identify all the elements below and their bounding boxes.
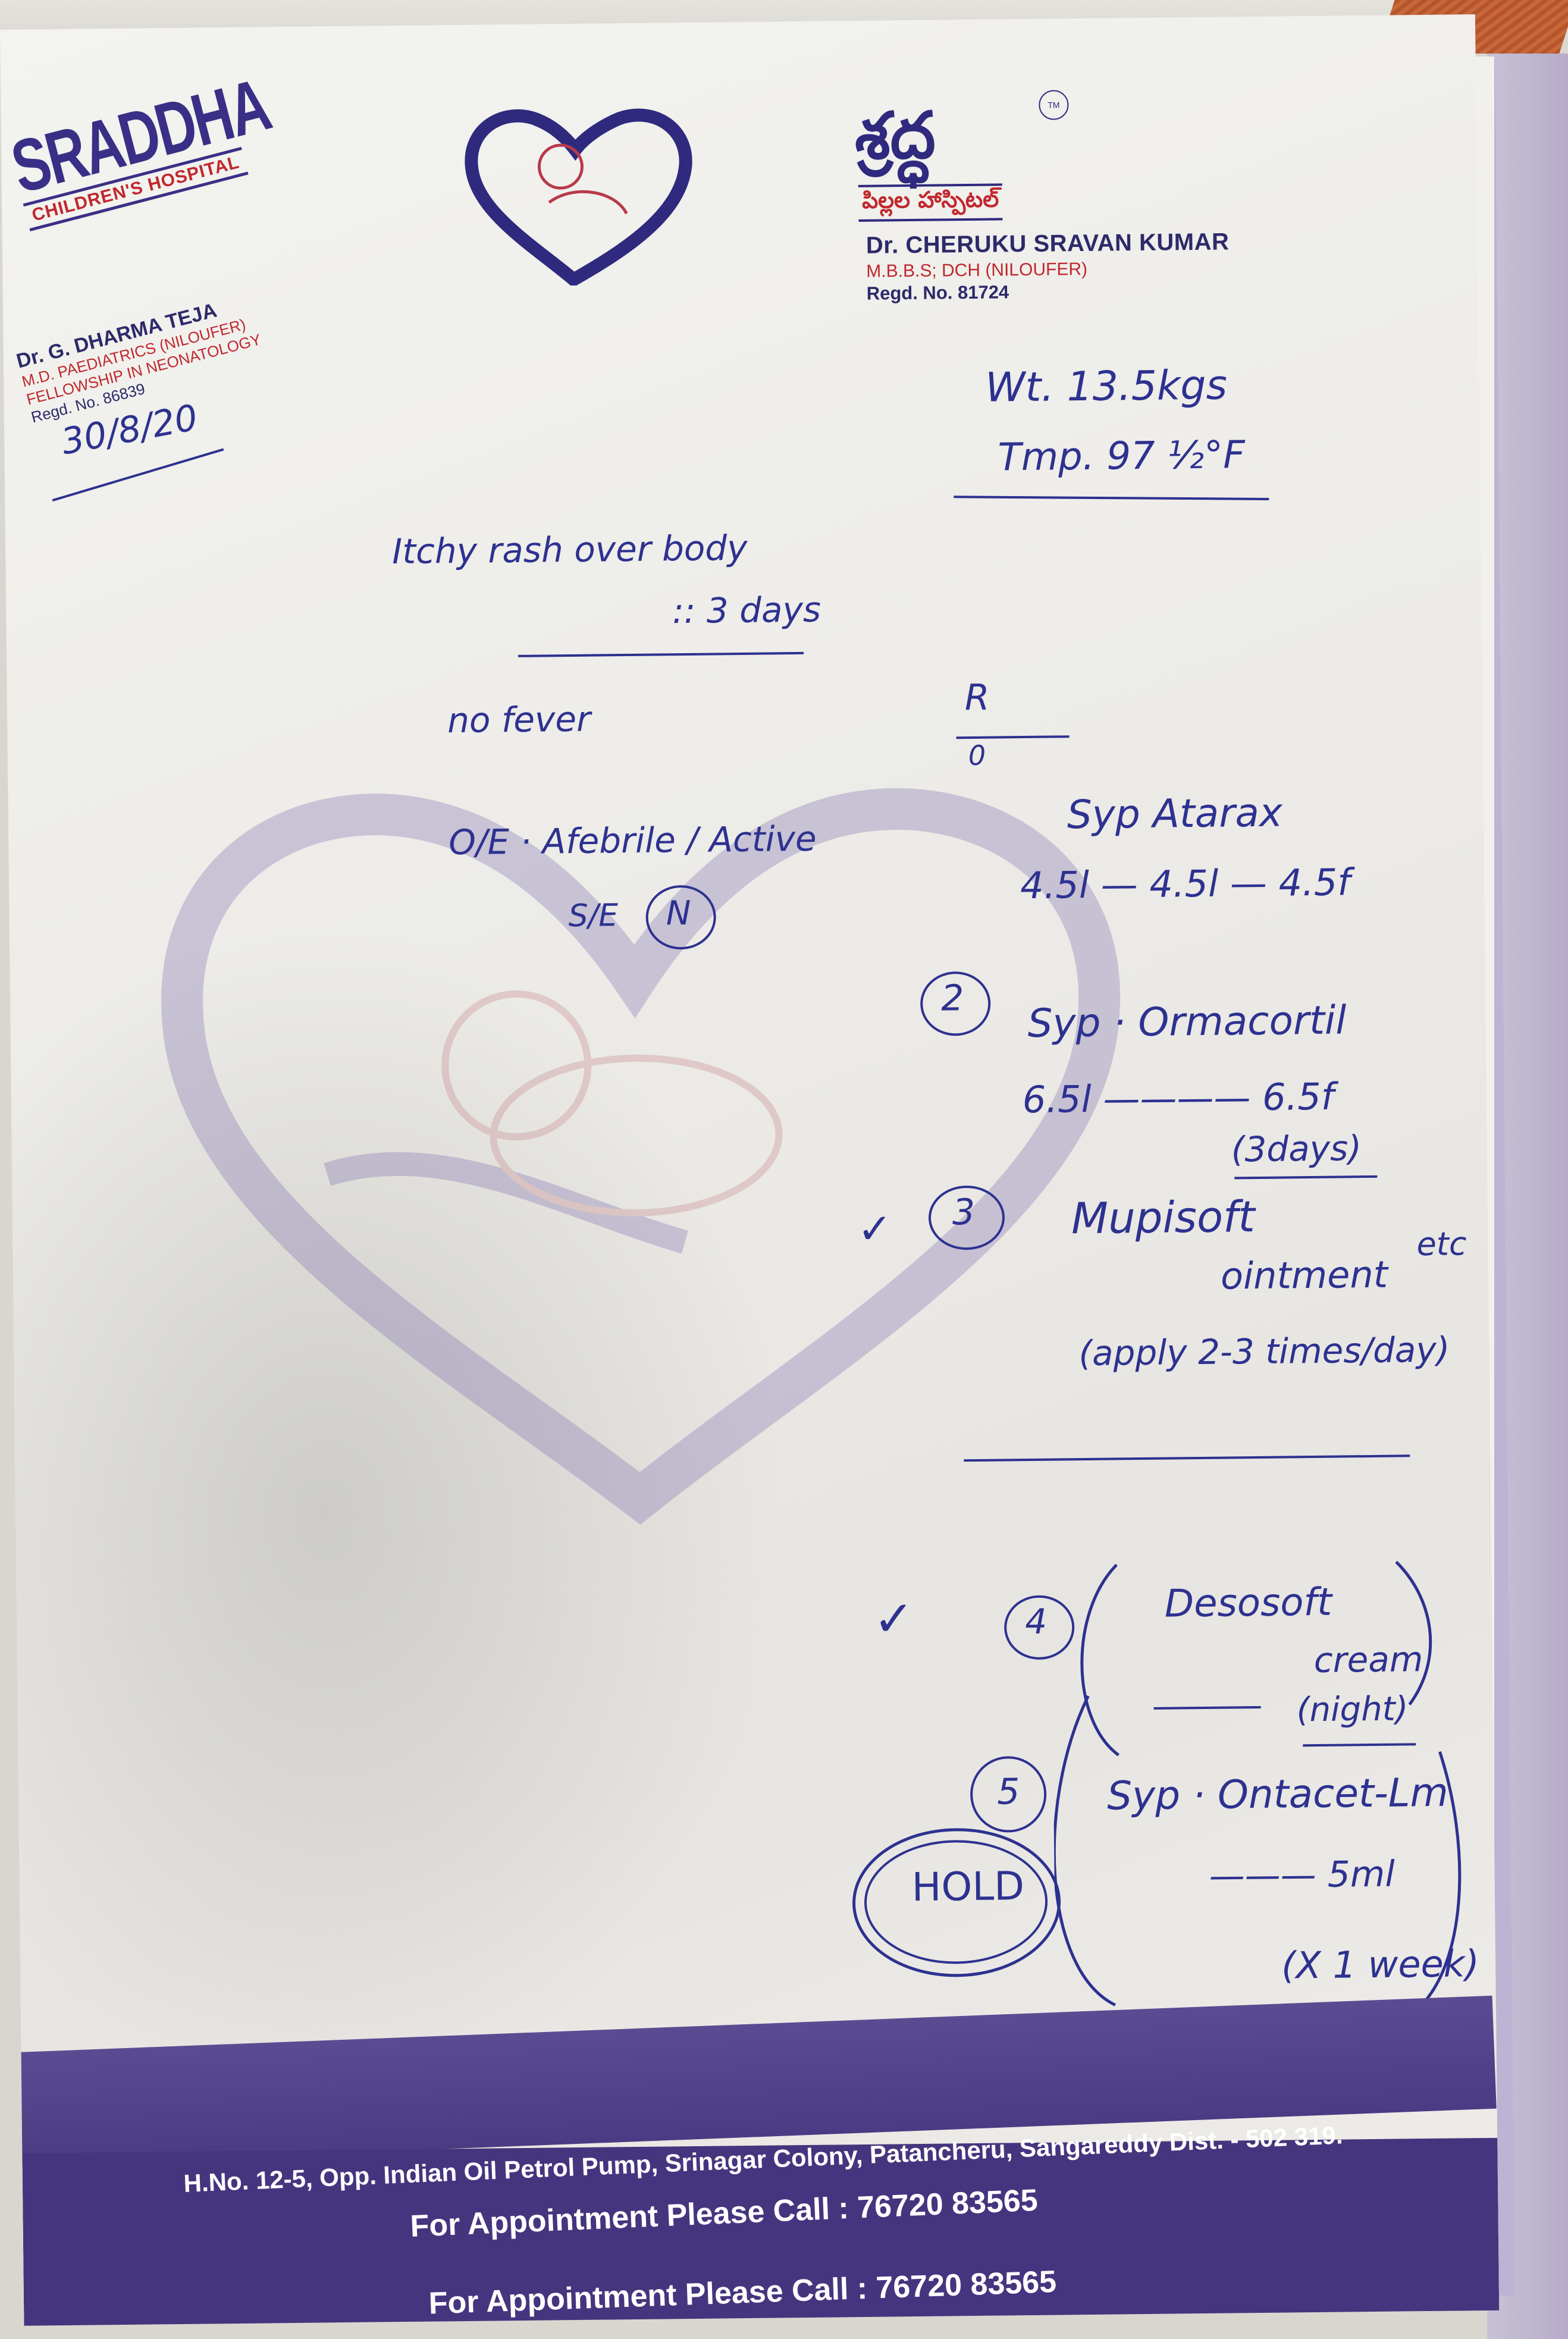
med-3-extra: etc bbox=[1416, 1225, 1467, 1263]
med-3-check-icon: ✓ bbox=[857, 1204, 893, 1254]
med-4-number: 4 bbox=[1024, 1601, 1048, 1642]
heart-baby-logo bbox=[465, 108, 692, 287]
heart-watermark bbox=[161, 788, 1121, 1525]
med-2-duration-underline bbox=[1234, 1175, 1378, 1180]
med-2-duration: (3days) bbox=[1231, 1128, 1362, 1170]
examination: O/E · Afebrile / Active bbox=[448, 818, 817, 863]
med-4-check-icon: ✓ bbox=[873, 1591, 915, 1648]
med-1-name: Syp Atarax bbox=[1067, 789, 1283, 838]
brand-subtitle-telugu: పిల్లల హాస్పిటల్ bbox=[858, 183, 1003, 222]
systemic-normal: N bbox=[666, 893, 691, 933]
med-3-name: Mupisoft bbox=[1071, 1192, 1256, 1244]
rx-sub: 0 bbox=[968, 739, 986, 772]
doctor-right-regd: Regd. No. 81724 bbox=[866, 281, 1009, 304]
systemic-exam: S/E bbox=[568, 898, 619, 935]
trademark-badge: TM bbox=[1039, 90, 1069, 120]
prescription-sheet: SRADDHA CHILDREN'S HOSPITAL Dr. G. DHARM… bbox=[0, 14, 1500, 2326]
med-1-dose: 4.5l — 4.5l — 4.5f bbox=[1020, 860, 1351, 908]
vitals-underline bbox=[954, 496, 1269, 500]
complaint: Itchy rash over body bbox=[391, 527, 748, 572]
med-2-number: 2 bbox=[940, 977, 964, 1020]
rx-symbol: R bbox=[964, 676, 990, 719]
med-3-instructions: (apply 2-3 times/day) bbox=[1078, 1329, 1450, 1374]
med-2-dose: 6.5l ———— 6.5f bbox=[1022, 1074, 1334, 1122]
doctor-right-block: Dr. CHERUKU SRAVAN KUMAR M.B.B.S; DCH (N… bbox=[866, 228, 1230, 304]
med-2-name: Syp · Ormacortil bbox=[1027, 997, 1347, 1046]
med-3-number: 3 bbox=[952, 1191, 976, 1234]
med-3-form: ointment bbox=[1220, 1252, 1388, 1298]
med-5-number: 5 bbox=[996, 1771, 1020, 1813]
history: no fever bbox=[447, 698, 591, 741]
complaint-duration: :: 3 days bbox=[672, 589, 821, 632]
complaint-underline bbox=[518, 651, 804, 657]
sraddha-logo: SRADDHA CHILDREN'S HOSPITAL bbox=[4, 64, 283, 231]
doctor-right-name: Dr. CHERUKU SRAVAN KUMAR bbox=[865, 228, 1230, 259]
doctor-right-qualification: M.B.B.S; DCH (NILOUFER) bbox=[866, 259, 1088, 281]
rx-divider bbox=[956, 735, 1070, 739]
hold-mark: HOLD bbox=[911, 1863, 1025, 1911]
brand-telugu: శ్రద్ధ bbox=[854, 98, 936, 174]
weight: Wt. 13.5kgs bbox=[984, 362, 1228, 412]
temperature: Tmp. 97 ½°F bbox=[998, 433, 1246, 480]
bracket-strokes bbox=[1052, 1560, 1462, 2006]
